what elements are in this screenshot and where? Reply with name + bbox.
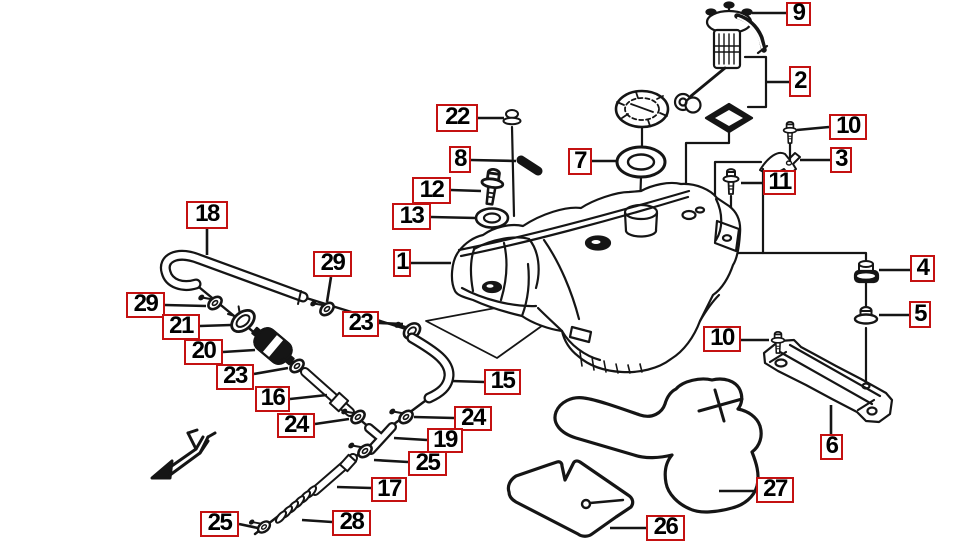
bolt-22 <box>502 109 522 126</box>
callout-17-24[interactable]: 17 <box>371 476 407 502</box>
hose-15 <box>406 332 455 404</box>
leader-line-12 <box>450 188 482 193</box>
callout-10-31[interactable]: 10 <box>703 326 741 352</box>
callout-16-18[interactable]: 16 <box>255 386 290 412</box>
callout-26-27[interactable]: 26 <box>646 515 685 541</box>
tee-fitting-19 <box>364 422 397 455</box>
leader-line-21 <box>199 323 232 328</box>
callout-22-5[interactable]: 22 <box>436 104 478 132</box>
callout-18-10[interactable]: 18 <box>186 201 228 229</box>
leader-line-16 <box>289 393 328 401</box>
callout-20-16[interactable]: 20 <box>184 339 223 365</box>
callout-13-9[interactable]: 13 <box>392 203 431 230</box>
fuel-filter-20 <box>251 326 295 366</box>
leader-line-17 <box>336 485 372 490</box>
callout-3-3[interactable]: 3 <box>830 147 852 173</box>
callout-7-7[interactable]: 7 <box>568 148 592 175</box>
callout-29-13[interactable]: 29 <box>126 292 165 318</box>
filler-gasket-ring <box>615 145 667 179</box>
callout-27-28[interactable]: 27 <box>756 477 794 503</box>
callout-29-12[interactable]: 29 <box>313 251 352 277</box>
nut-5 <box>853 305 879 325</box>
leader-line-25 <box>373 458 409 464</box>
leader-line-25 <box>238 522 259 530</box>
leader-line-29 <box>164 303 207 308</box>
callout-1-11[interactable]: 1 <box>393 249 411 277</box>
leader-line-8 <box>470 158 517 163</box>
hose-17 <box>310 453 358 496</box>
pin-8 <box>516 155 543 176</box>
callout-5-30[interactable]: 5 <box>909 301 931 328</box>
pad-27 <box>553 377 763 514</box>
callout-28-25[interactable]: 28 <box>332 510 371 536</box>
leader-line-24 <box>413 415 455 420</box>
hose-16 <box>300 367 355 417</box>
leader-line-15 <box>451 379 485 384</box>
bracket-6 <box>762 338 894 424</box>
callout-23-17[interactable]: 23 <box>216 364 254 390</box>
pad-26 <box>506 459 635 538</box>
callout-15-19[interactable]: 15 <box>484 369 521 395</box>
callout-25-26[interactable]: 25 <box>200 511 239 537</box>
callout-6-32[interactable]: 6 <box>820 434 843 460</box>
callout-24-21[interactable]: 24 <box>454 405 492 431</box>
callout-21-14[interactable]: 21 <box>162 314 200 340</box>
leader-line-29 <box>325 276 333 303</box>
leader-line-28 <box>301 518 333 524</box>
leader-line-19 <box>393 436 428 442</box>
callout-24-20[interactable]: 24 <box>277 412 315 438</box>
leader-line-13 <box>430 215 477 220</box>
callout-12-8[interactable]: 12 <box>412 177 451 204</box>
callout-4-29[interactable]: 4 <box>910 255 935 282</box>
fuel-tank <box>450 181 742 374</box>
leader-line-23 <box>378 321 404 326</box>
fuel-cap <box>614 89 670 129</box>
leader-line-24 <box>314 417 350 426</box>
spring-28 <box>274 485 318 524</box>
cross-mark <box>697 388 744 423</box>
grommet-4 <box>853 260 880 284</box>
callout-8-6[interactable]: 8 <box>449 146 471 173</box>
hose-18 <box>159 249 309 305</box>
callout-10-2[interactable]: 10 <box>829 114 867 140</box>
callout-25-23[interactable]: 25 <box>408 450 447 476</box>
callout-23-15[interactable]: 23 <box>342 311 379 337</box>
callout-2-1[interactable]: 2 <box>789 66 811 97</box>
clamp-21 <box>226 305 256 333</box>
callout-9-0[interactable]: 9 <box>786 1 811 26</box>
leader-line-20 <box>222 348 256 354</box>
direction-arrow <box>150 428 217 480</box>
fuel-pump-assembly <box>673 1 769 134</box>
leader-line-10 <box>796 125 830 132</box>
callout-11-4[interactable]: 11 <box>763 169 796 195</box>
leader-line-23 <box>253 366 289 376</box>
